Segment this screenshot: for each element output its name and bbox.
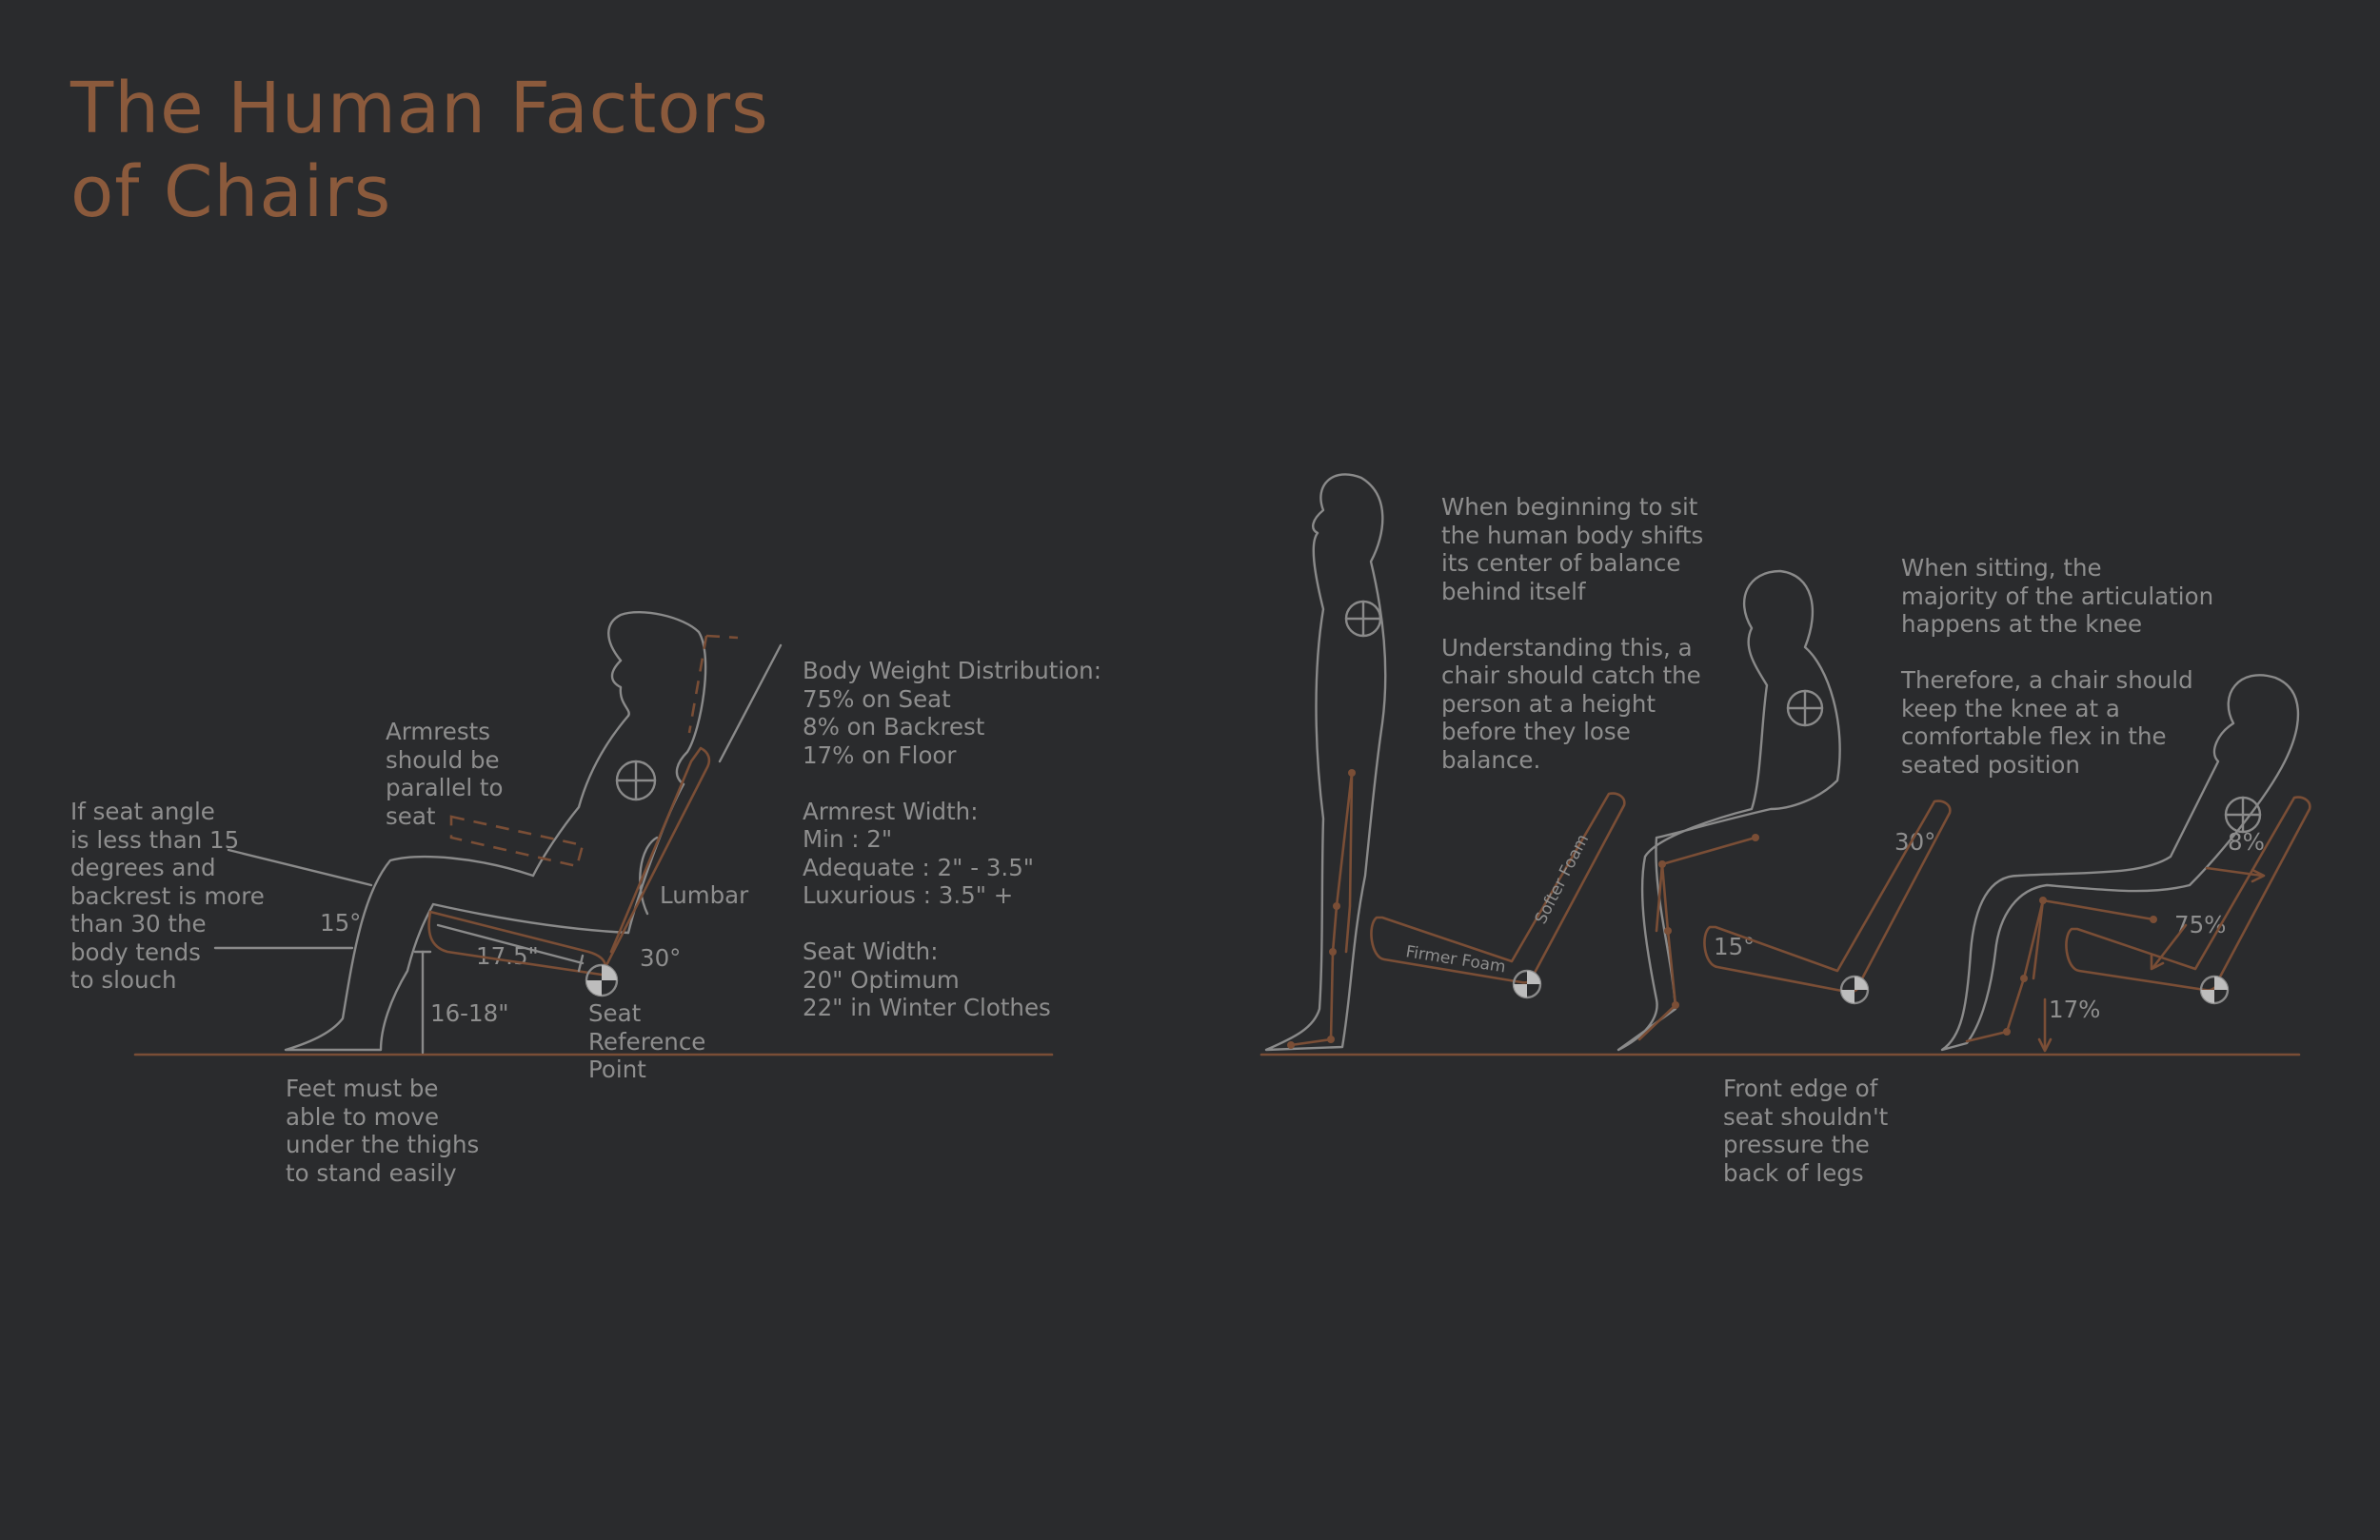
backrest-leader — [718, 643, 783, 763]
weight-arrows — [2037, 866, 2266, 1053]
semi-seated-chair — [1703, 800, 1952, 994]
left-chair — [427, 634, 739, 977]
title-line-1: The Human Factors — [70, 68, 769, 149]
standing-body-target-icon — [1344, 600, 1382, 638]
slouch-note: If seat angle is less than 15 degrees an… — [70, 798, 265, 994]
foam-chair-reference-icon — [1512, 969, 1542, 999]
lumbar-label: Lumbar — [660, 881, 749, 909]
front-edge-note: Front edge of seat shouldn't pressure th… — [1723, 1075, 1889, 1187]
seat-reference-point-label: Seat Reference Point — [588, 999, 706, 1083]
seated-body-target-icon — [2224, 796, 2262, 834]
page-title: The Human Factors of Chairs — [70, 67, 769, 234]
seat-angle-label-right: 15° — [1714, 933, 1755, 960]
seat-depth-label: 17.5" — [476, 942, 539, 970]
semi-seated-figure — [1616, 569, 1841, 1052]
seated-reference-icon — [2199, 975, 2230, 1005]
seat-depth-cap — [577, 954, 585, 973]
left-seated-figure — [284, 611, 707, 1052]
seat-height-label: 16-18" — [430, 999, 509, 1027]
specs-block: Body Weight Distribution: 75% on Seat 8%… — [803, 657, 1101, 1021]
armrest-note: Armrests should be parallel to seat — [386, 718, 504, 830]
seated-figure — [1940, 674, 2300, 1052]
semi-seated-body-target-icon — [1786, 689, 1824, 727]
slouch-leader — [227, 848, 373, 887]
seat-depth-dimension — [436, 923, 585, 965]
seat-angle-label: 15° — [320, 909, 362, 937]
feet-note: Feet must be able to move under the thig… — [286, 1075, 480, 1187]
knee-note: When sitting, the majority of the articu… — [1901, 554, 2214, 779]
left-seat-reference-point-icon — [585, 963, 619, 997]
seat-percent-label: 75% — [2174, 911, 2227, 938]
balance-note: When beginning to sit the human body shi… — [1441, 493, 1704, 774]
title-line-2: of Chairs — [70, 151, 392, 233]
seated-chair — [2065, 796, 2311, 992]
left-body-target-icon — [615, 760, 657, 801]
standing-figure — [1264, 473, 1387, 1052]
floor-percent-label: 17% — [2049, 996, 2101, 1023]
semi-seated-reference-icon — [1839, 975, 1870, 1005]
backrest-angle-label: 30° — [640, 944, 682, 972]
